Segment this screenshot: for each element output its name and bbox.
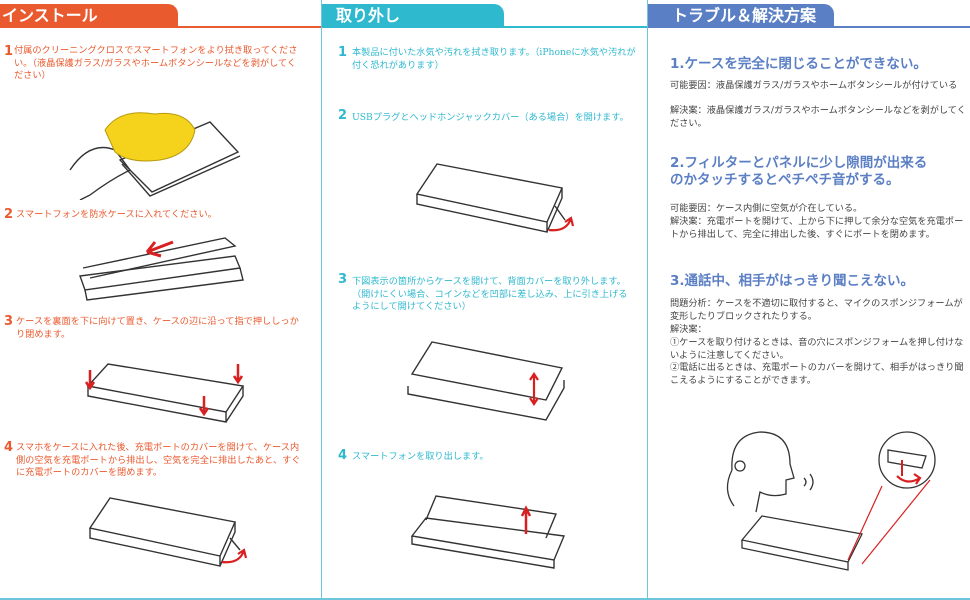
trouble-1-solution: 解決案：液晶保護ガラス/ガラスやホームボタンシールなどを剥がしてください。	[670, 105, 966, 129]
remove-step-1-number: 1	[338, 45, 348, 60]
remove-step-4-text: スマートフォンを取り出します。	[352, 451, 489, 462]
remove-back-cover-illustration	[407, 341, 565, 421]
remove-step-3-text: 下図表示の箇所からケースを開けて、背面カバーを取り外します。（開けにくい場合、コ…	[352, 276, 628, 312]
remove-column: 取り外し 1 本製品に付いた水気や汚れを拭き取ります。（iPhoneに水気や汚れ…	[322, 0, 648, 600]
open-port-cover-illustration	[415, 163, 575, 233]
trouble-3-solution-2: ②電話に出るときは、充電ポートのカバーを開けて、相手がはっきり聞こえるようにする…	[670, 362, 964, 386]
remove-step-4-number: 4	[338, 448, 348, 463]
remove-step-3-number: 3	[338, 272, 348, 287]
install-step-3-number: 3	[4, 314, 14, 329]
trouble-2-title: 2.フィルターとパネルに少し隙間が出来るのかタッチするとペチペチ音がする。	[670, 155, 928, 188]
trouble-1-cause: 可能要因：液晶保護ガラス/ガラスやホームボタンシールが付けている	[670, 80, 958, 91]
remove-step-2-number: 2	[338, 108, 348, 123]
bottom-border	[0, 598, 970, 600]
trouble-3-solution-label: 解決案：	[670, 324, 707, 335]
install-tab: インストール	[0, 4, 178, 28]
insert-phone-illustration	[79, 237, 244, 301]
install-step-1-number: 1	[4, 44, 14, 59]
trouble-tab: トラブル＆解決方案	[648, 4, 834, 28]
install-column: インストール 1 付属のクリーニングクロスでスマートフォンをより拭き取ってくださ…	[0, 0, 322, 600]
install-step-4-text: スマホをケースに入れた後、充電ポートのカバーを開けて、ケース内側の空気を充電ポー…	[16, 442, 301, 478]
trouble-2-cause: 可能要因：ケース内側に空気が介在している。	[670, 203, 863, 214]
remove-step-1-text: 本製品に付いた水気や汚れを拭き取ります。（iPhoneに水気や汚れが付く恐れがあ…	[352, 47, 636, 71]
remove-step-2-text: USBプラグとヘッドホンジャックカバー（ある場合）を開けます。	[352, 112, 629, 123]
trouble-3-title: 3.通話中、相手がはっきり聞こえない。	[670, 273, 915, 289]
trouble-2-solution: 解決案：充電ポートを開けて、上から下に押して余分な空気を充電ポートから排出して、…	[670, 216, 964, 240]
install-step-3-text: ケースを裏面を下に向けて置き、ケースの辺に沿って指で押ししっかり閉めます。	[16, 316, 299, 340]
cleaning-phone-illustration	[69, 112, 241, 200]
install-step-2-number: 2	[4, 207, 14, 222]
trouble-3-solution-1: ①ケースを取り付けるときは、音の穴にスポンジフォームを押し付けないように注意して…	[670, 337, 964, 361]
trouble-1-title: 1.ケースを完全に閉じることができない。	[670, 56, 927, 72]
take-out-phone-illustration	[410, 495, 565, 569]
cleaning-cloth	[104, 112, 196, 162]
press-edges-illustration	[84, 363, 245, 423]
call-audio-illustration	[726, 431, 936, 571]
install-step-1-text: 付属のクリーニングクロスでスマートフォンをより拭き取ってください。（液晶保護ガラ…	[14, 45, 298, 81]
expel-air-illustration	[88, 497, 248, 567]
trouble-column: トラブル＆解決方案 1.ケースを完全に閉じることができない。 可能要因：液晶保護…	[648, 0, 970, 600]
install-step-4-number: 4	[4, 440, 14, 455]
trouble-3-analysis: 問題分析：ケースを不適切に取付すると、マイクのスポンジフォームが変形したりブロッ…	[670, 298, 963, 322]
remove-tab: 取り外し	[322, 4, 504, 28]
install-step-2-text: スマートフォンを防水ケースに入れてください。	[16, 209, 217, 220]
